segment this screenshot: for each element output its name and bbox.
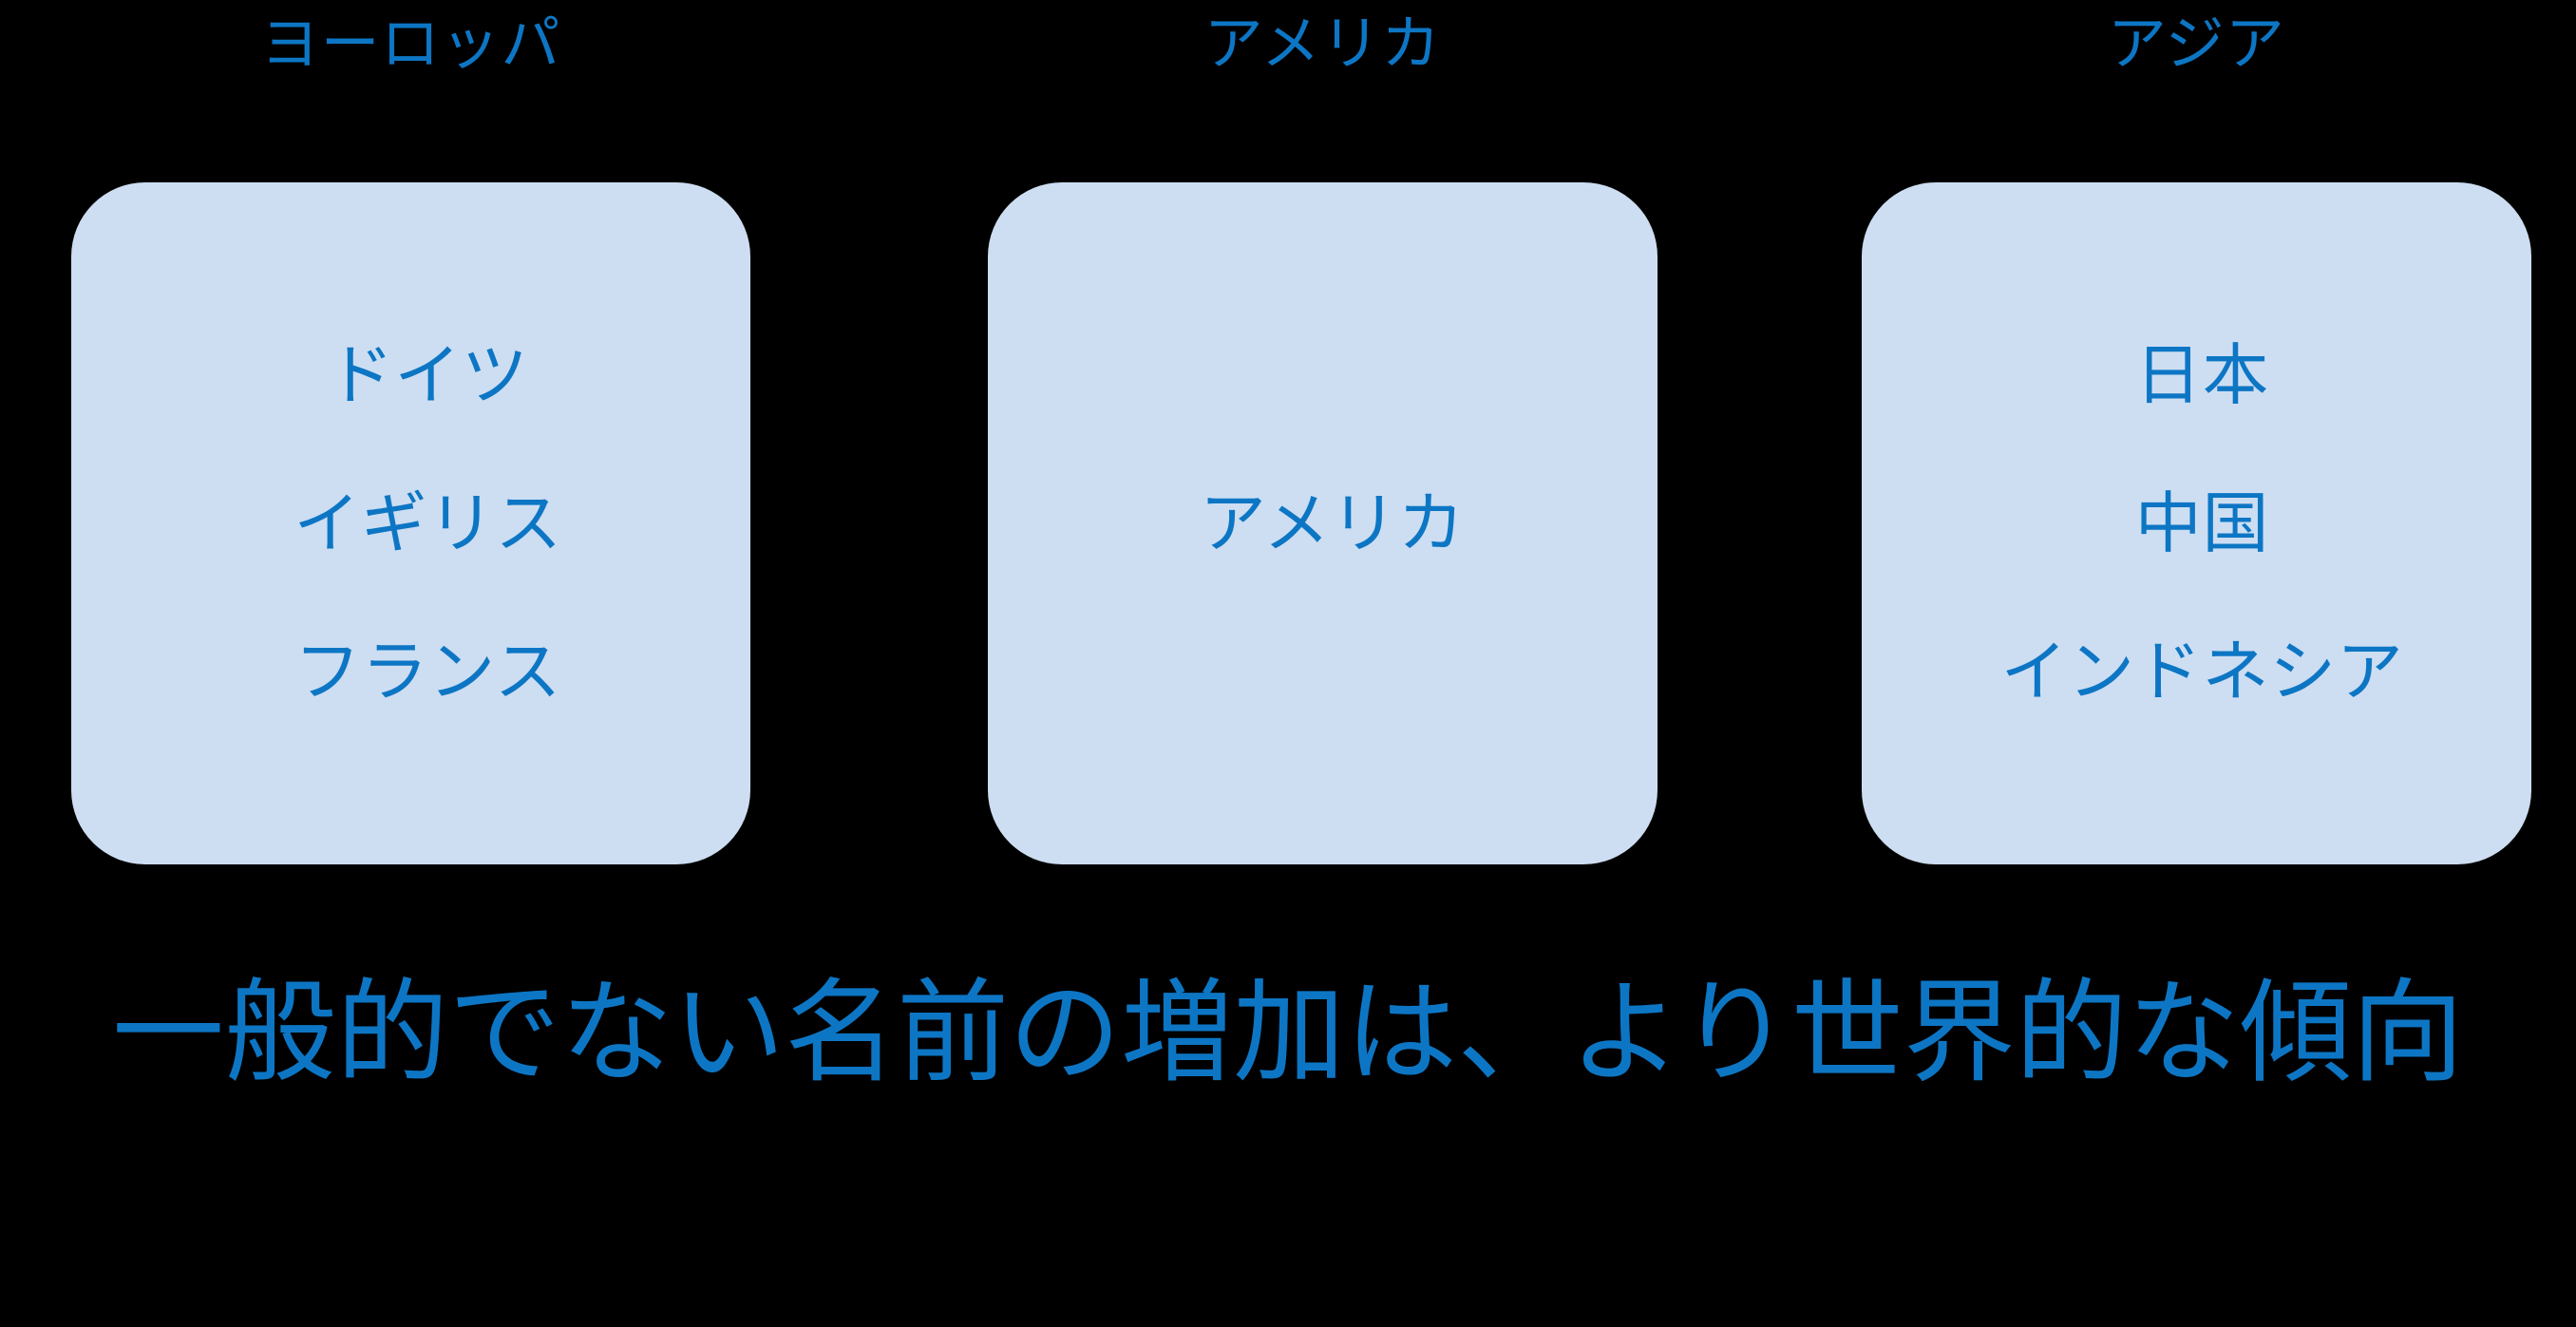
list-item: フランス	[294, 635, 562, 709]
caption-text: 一般的でない名前の増加は、より世界的な傾向	[112, 971, 2464, 1096]
group-asia-box[interactable]: 日本 中国 インドネシア	[1862, 182, 2531, 864]
group-asia-header: アジア	[2107, 11, 2286, 77]
list-item: ドイツ	[327, 338, 529, 412]
group-europe-header: ヨーロッパ	[260, 11, 561, 77]
group-europe-box[interactable]: ドイツ イギリス フランス	[71, 182, 750, 864]
group-america-header: アメリカ	[1203, 11, 1442, 77]
list-item: インドネシア	[2000, 635, 2404, 709]
list-item: 中国	[2134, 486, 2270, 560]
group-america-box[interactable]: アメリカ	[988, 182, 1657, 864]
list-item: アメリカ	[1199, 486, 1466, 560]
list-item: 日本	[2134, 338, 2270, 412]
list-item: イギリス	[294, 486, 562, 560]
